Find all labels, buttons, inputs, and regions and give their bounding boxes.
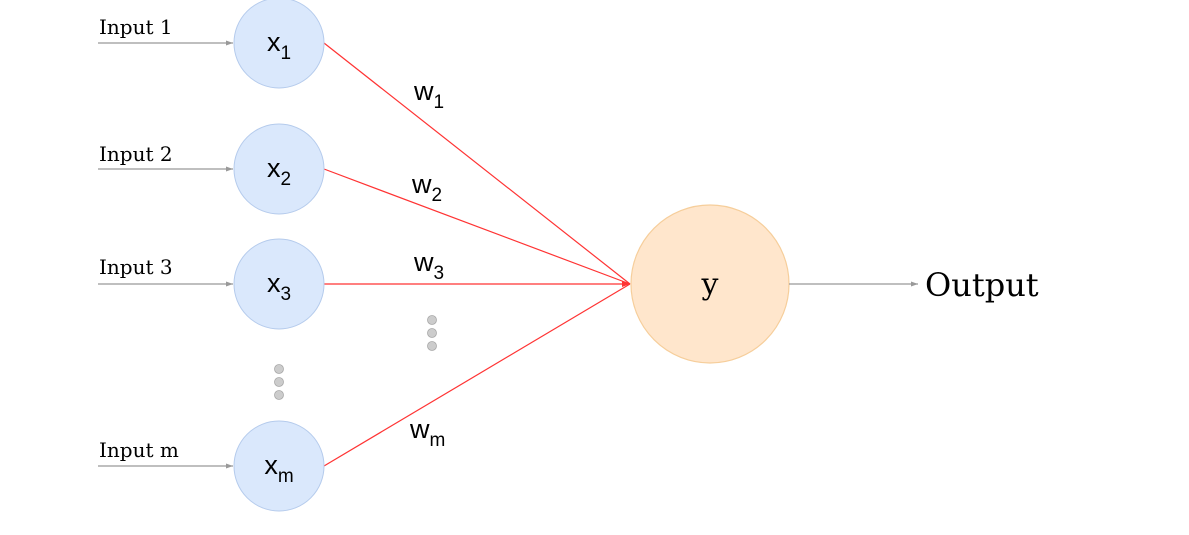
ellipsis-weights-icon <box>427 315 437 351</box>
input-node-m: xm <box>233 420 325 512</box>
svg-text:x3: x3 <box>267 268 291 305</box>
weight-label-1: w1 <box>413 76 444 113</box>
weight-edge-2 <box>323 168 631 285</box>
node-subscript: 2 <box>280 169 291 190</box>
input-node-3: x3 <box>233 238 325 330</box>
node-base: x <box>264 450 278 480</box>
node-subscript: 3 <box>280 284 291 305</box>
svg-text:xm: xm <box>264 450 293 487</box>
weight-label-3: w3 <box>413 247 444 284</box>
weight-label-m: wm <box>409 414 445 451</box>
svg-text:x1: x1 <box>267 27 291 64</box>
output-node-label: y <box>701 267 719 302</box>
node-subscript: 1 <box>280 43 291 64</box>
weight-edge-m <box>323 283 631 467</box>
weight-edge-1 <box>323 42 631 285</box>
output-node: y <box>630 204 790 364</box>
node-subscript: m <box>278 466 294 487</box>
input-label-3: Input 3 <box>99 255 173 279</box>
node-base: x <box>267 268 281 298</box>
ellipsis-inputs-icon <box>274 364 284 400</box>
input-node-1: x1 <box>233 0 325 89</box>
weight-label-2: w2 <box>411 169 442 206</box>
svg-text:x2: x2 <box>267 153 291 190</box>
input-node-2: x2 <box>233 123 325 215</box>
input-label-m: Input m <box>99 438 179 462</box>
node-base: x <box>267 153 281 183</box>
output-label: Output <box>925 266 1039 304</box>
node-base: x <box>267 27 281 57</box>
input-label-2: Input 2 <box>99 142 173 166</box>
input-label-1: Input 1 <box>99 15 173 39</box>
